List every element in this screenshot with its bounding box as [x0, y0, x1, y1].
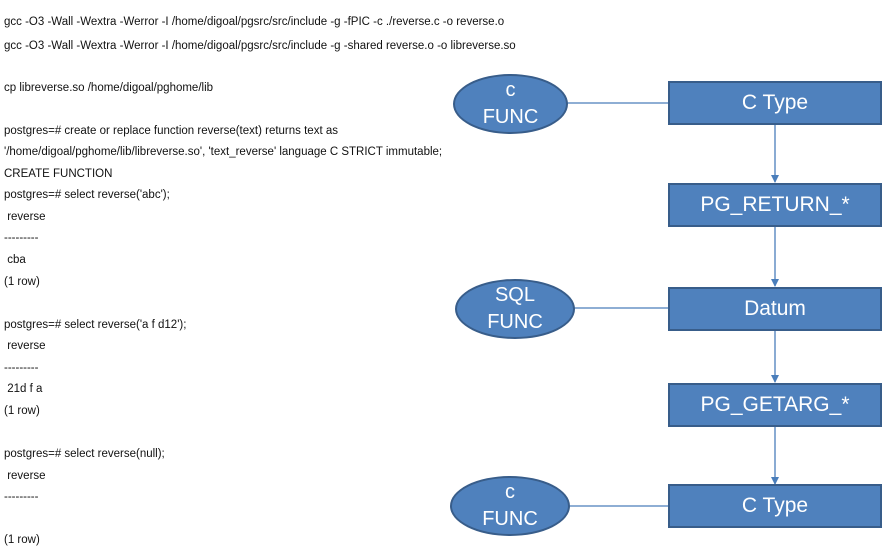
terminal-line: cba [4, 254, 26, 266]
terminal-line: postgres=# select reverse('a f d12'); [4, 319, 187, 331]
terminal-line: reverse [4, 340, 46, 352]
terminal-line: --------- [4, 491, 39, 503]
terminal-line: '/home/digoal/pghome/lib/libreverse.so',… [4, 146, 443, 158]
sql-func-ellipse: SQL FUNC [455, 279, 575, 339]
datum-box: Datum [668, 287, 882, 331]
terminal-line: 21d f a [4, 383, 43, 395]
terminal-line: postgres=# create or replace function re… [4, 125, 338, 137]
terminal-line: postgres=# select reverse(null); [4, 448, 165, 460]
terminal-line: --------- [4, 232, 39, 244]
terminal-line: CREATE FUNCTION [4, 168, 113, 180]
terminal-line: --------- [4, 362, 39, 374]
terminal-line: gcc -O3 -Wall -Wextra -Werror -I /home/d… [4, 16, 505, 28]
c-func-ellipse: c FUNC [453, 74, 568, 134]
terminal-line: (1 row) [4, 534, 40, 546]
pg-getarg-box: PG_GETARG_* [668, 383, 882, 427]
c-type-box: C Type [668, 484, 882, 528]
terminal-line: cp libreverse.so /home/digoal/pghome/lib [4, 82, 214, 94]
terminal-line: reverse [4, 470, 46, 482]
c-func-ellipse: c FUNC [450, 476, 570, 536]
terminal-line: postgres=# select reverse('abc'); [4, 189, 170, 201]
terminal-line: (1 row) [4, 276, 40, 288]
c-type-box: C Type [668, 81, 882, 125]
terminal-line: reverse [4, 211, 46, 223]
pg-return-box: PG_RETURN_* [668, 183, 882, 227]
terminal-line: gcc -O3 -Wall -Wextra -Werror -I /home/d… [4, 40, 516, 52]
terminal-line: (1 row) [4, 405, 40, 417]
